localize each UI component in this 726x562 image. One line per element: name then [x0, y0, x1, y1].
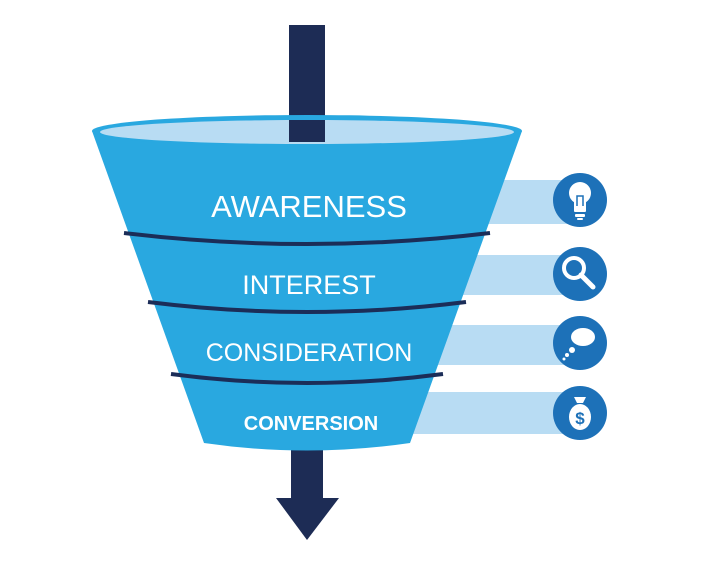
funnel-divider-2 [147, 300, 467, 314]
money-bag-icon: $ [553, 386, 607, 440]
funnel-body [92, 131, 522, 451]
svg-text:$: $ [575, 409, 585, 428]
stage-label-consideration: CONSIDERATION [206, 339, 413, 367]
stage-label-interest: INTEREST [242, 270, 376, 300]
arrow-shaft-inside [289, 120, 325, 142]
lightbulb-icon [553, 173, 607, 227]
magnifier-icon [553, 247, 607, 301]
arrow-head [276, 498, 339, 540]
funnel-divider-3 [170, 372, 444, 385]
funnel-dividers [123, 231, 491, 385]
stage-label-awareness: AWARENESS [211, 189, 407, 224]
speech-bubble-icon [553, 316, 607, 370]
stage-icons: $ [553, 173, 607, 440]
arrow-shaft-bottom [291, 445, 323, 505]
funnel-divider-1 [123, 231, 491, 246]
stage-label-conversion: CONVERSION [244, 413, 378, 435]
